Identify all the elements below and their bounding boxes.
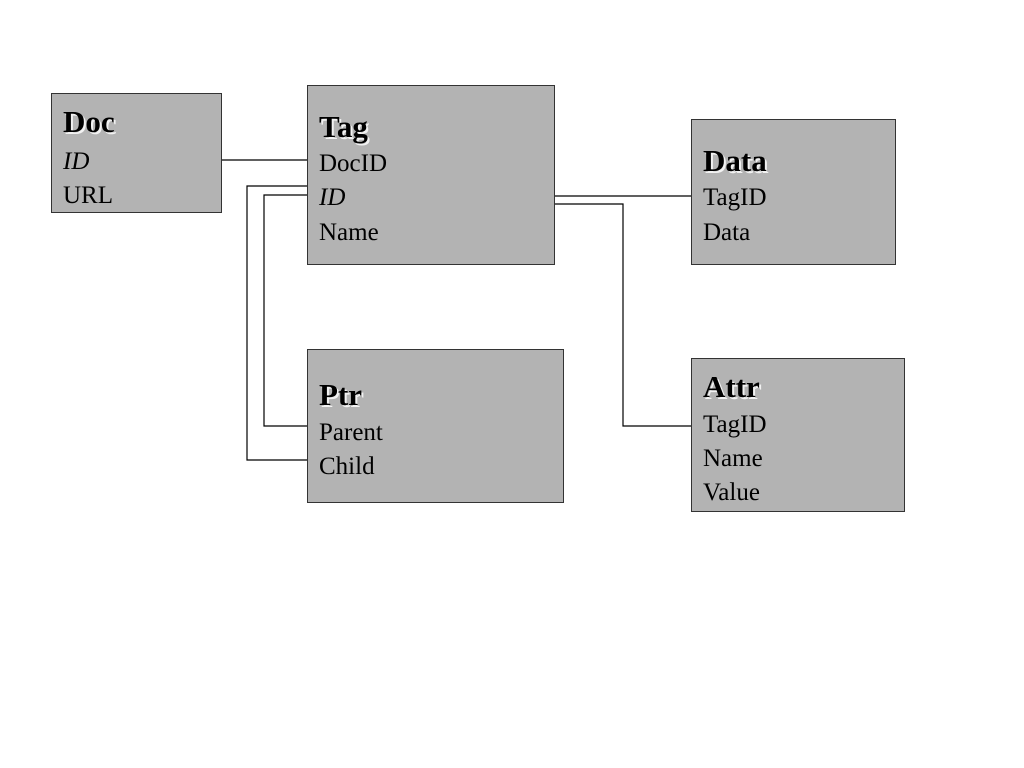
entity-tag-field-id: ID (319, 184, 346, 211)
connector-ptr-child-to-tag-id (246, 182, 316, 461)
entity-ptr-title: Ptr (319, 377, 363, 412)
entity-tag-field-name: Name (319, 219, 379, 246)
entity-ptr[interactable]: Ptr Parent Child (307, 349, 564, 503)
entity-data-field-tagid: TagID (703, 184, 767, 211)
entity-doc-title: Doc (63, 104, 115, 139)
entity-data-title: Data (703, 143, 767, 178)
entity-ptr-field-child: Child (319, 453, 375, 480)
entity-tag[interactable]: Tag DocID ID Name (307, 85, 555, 265)
entity-doc[interactable]: Doc ID URL (51, 93, 222, 213)
entity-attr[interactable]: Attr TagID Name Value (691, 358, 905, 512)
entity-data-field-data: Data (703, 219, 751, 246)
entity-attr-title: Attr (703, 369, 760, 404)
entity-tag-field-docid: DocID (319, 150, 388, 177)
entity-doc-field-url: URL (63, 182, 113, 209)
entity-tag-title: Tag (319, 109, 368, 144)
entity-attr-field-value: Value (703, 479, 760, 506)
entity-ptr-field-parent: Parent (319, 419, 383, 446)
entity-attr-field-name: Name (703, 445, 763, 472)
entity-doc-field-id: ID (63, 148, 90, 175)
entity-data[interactable]: Data TagID Data (691, 119, 896, 265)
entity-attr-field-tagid: TagID (703, 411, 767, 438)
